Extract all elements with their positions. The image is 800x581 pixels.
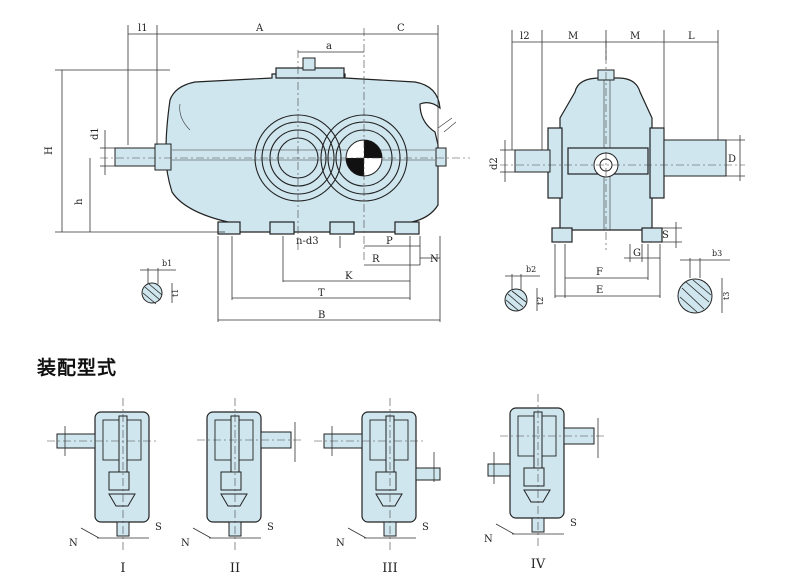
dim-h: h	[74, 198, 85, 205]
dim-t1: t1	[171, 289, 180, 297]
dim-l2: l2	[520, 31, 530, 42]
dim-D: D	[728, 154, 736, 165]
dim-H: H	[44, 146, 55, 155]
variant-numeral: III	[382, 561, 397, 576]
variant-n-label: N	[69, 538, 78, 549]
dim-M-left: M	[568, 31, 578, 42]
assembly-variant-3: N S III	[314, 398, 441, 576]
dim-P: P	[386, 236, 393, 247]
variant-s-label: S	[422, 522, 429, 533]
dim-L: L	[688, 31, 695, 42]
dim-E: E	[596, 285, 603, 296]
section-title: 装配型式	[37, 357, 118, 379]
dim-G: G	[633, 248, 641, 259]
variant-s-label: S	[267, 522, 274, 533]
dim-R: R	[372, 254, 380, 265]
assembly-variant-4: N S IV	[484, 394, 606, 572]
dim-d2: d2	[489, 157, 500, 170]
assembly-variants: N S I N S II N S III N S IV	[47, 394, 606, 576]
variant-s-label: S	[155, 522, 162, 533]
dim-A: A	[255, 23, 264, 34]
dim-N: N	[430, 254, 439, 265]
housing-body	[165, 73, 441, 233]
variant-numeral: I	[120, 561, 125, 576]
dim-a: a	[326, 41, 332, 52]
end-left-shaft	[514, 149, 551, 173]
output-shaft	[435, 147, 447, 167]
assembly-variant-1: N S I	[47, 398, 162, 576]
end-right-shaft	[663, 139, 727, 177]
variant-numeral: IV	[531, 557, 546, 572]
variant-s-label: S	[570, 518, 577, 529]
dim-b1: b1	[162, 259, 172, 268]
dim-C: C	[397, 23, 405, 34]
dim-d1: d1	[90, 127, 101, 140]
keyway-section-3: b3 t3	[677, 249, 731, 314]
variant-n-label: N	[484, 534, 493, 545]
end-view: l2 M M L d2 D S G F E	[489, 30, 745, 314]
dim-n-d3: n-d3	[296, 236, 319, 247]
dim-b3: b3	[712, 249, 722, 258]
dim-t2: t2	[536, 297, 545, 305]
dim-T: T	[318, 288, 325, 299]
dim-M-right: M	[630, 31, 640, 42]
keyway-section-2: b2 t2	[504, 265, 545, 312]
dim-b2: b2	[526, 265, 536, 274]
assembly-variant-2: N S II	[181, 398, 303, 576]
keyway-section-1: b1 t1	[140, 259, 180, 305]
dim-F: F	[596, 267, 603, 278]
variant-n-label: N	[336, 538, 345, 549]
dim-t3: t3	[722, 292, 731, 300]
variant-numeral: II	[230, 561, 240, 576]
variant-n-label: N	[181, 538, 190, 549]
dim-l1: l1	[138, 23, 148, 34]
side-view: l1 A C a H d1 h n-d3 P R N K T B	[44, 23, 470, 322]
dim-S: S	[662, 230, 669, 241]
dim-K: K	[345, 271, 353, 282]
dim-B: B	[318, 310, 325, 321]
